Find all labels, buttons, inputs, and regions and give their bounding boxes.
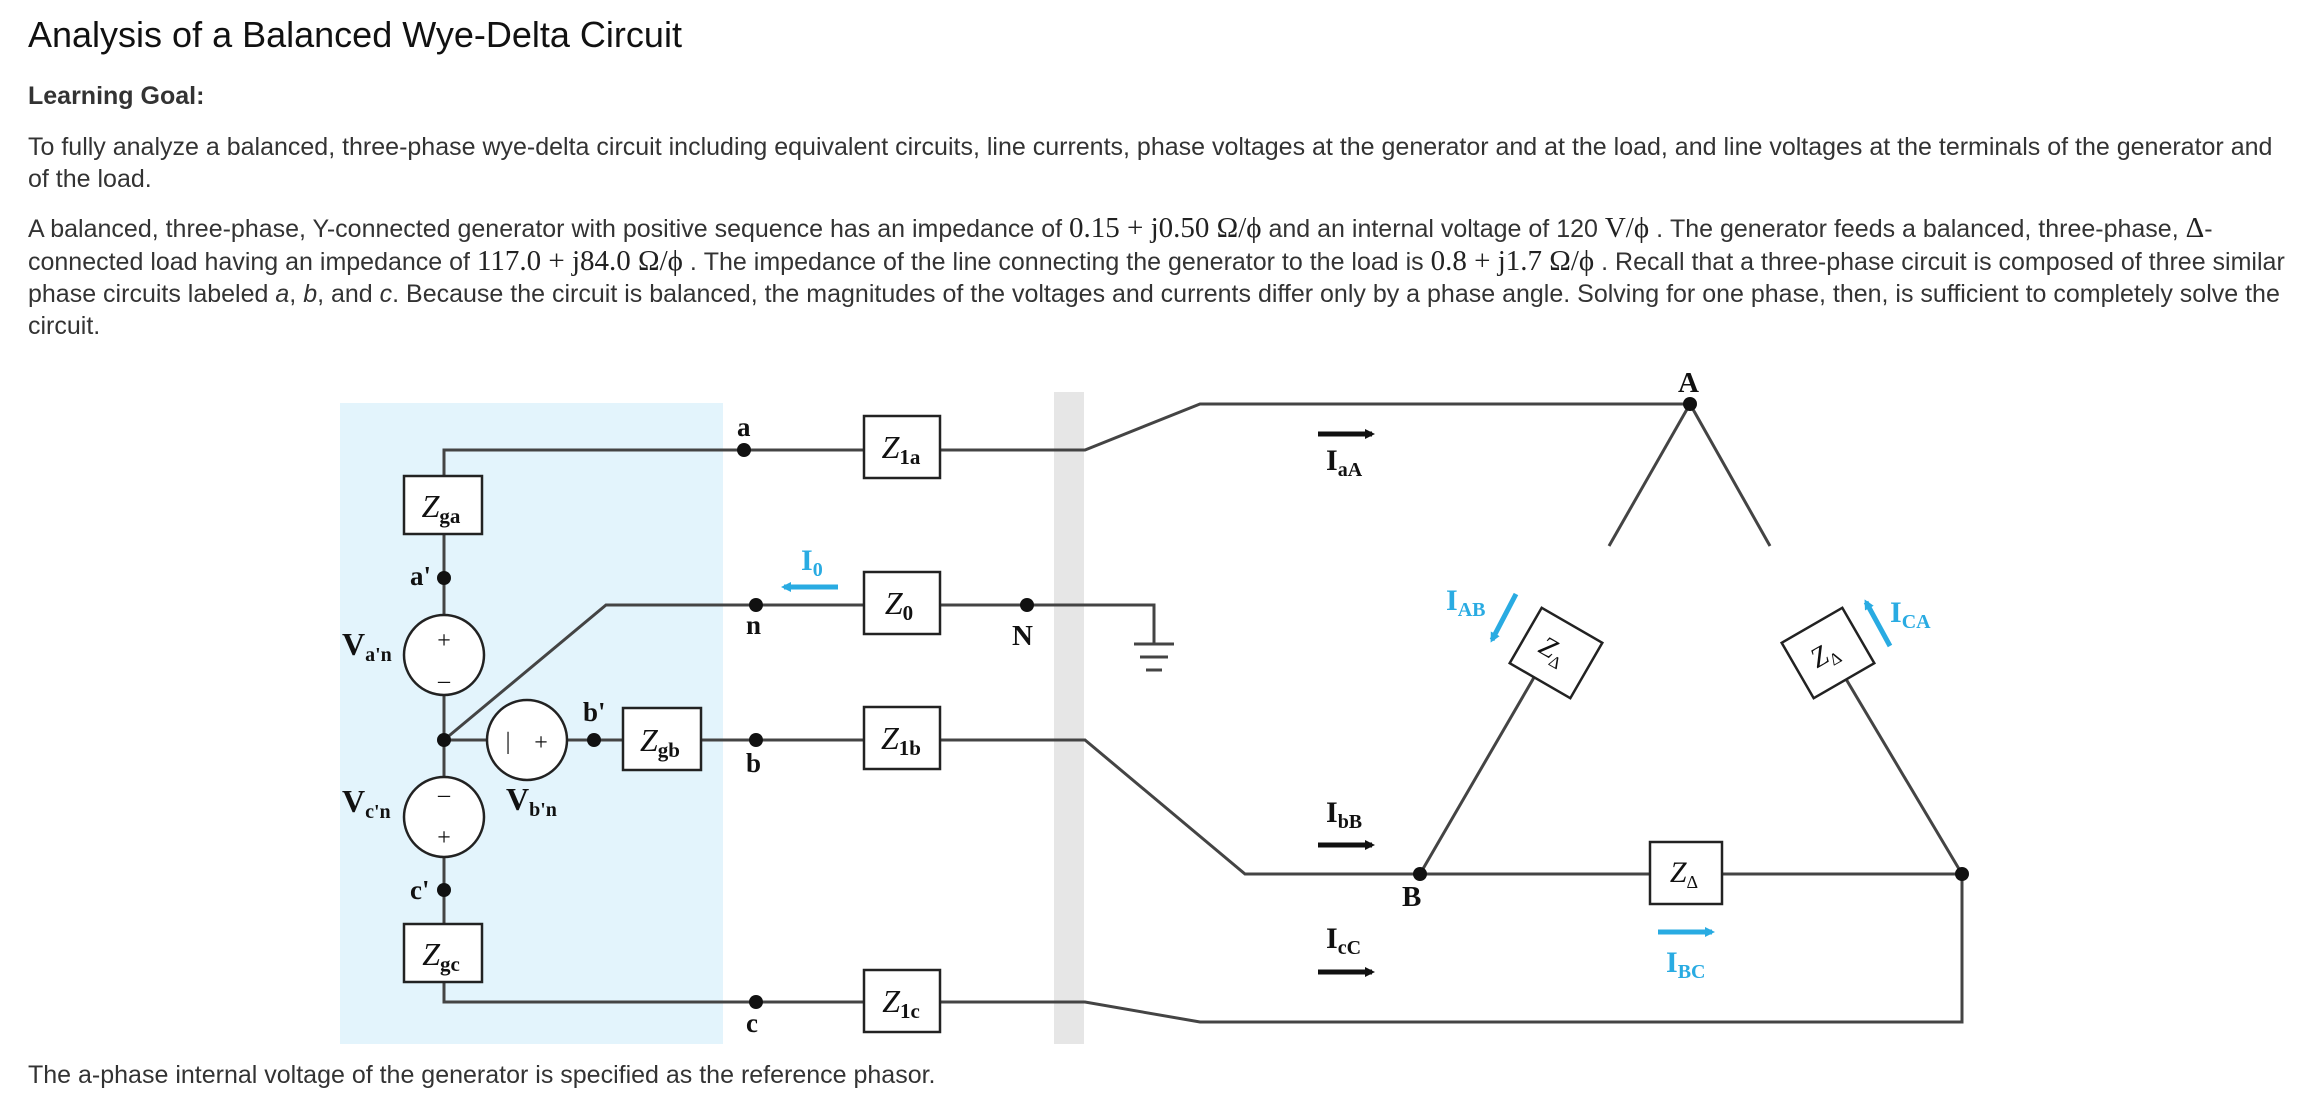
problem-text: , and (317, 280, 380, 308)
current-label-IBC: IBC (1666, 946, 1705, 983)
node-label-n: n (746, 610, 761, 640)
delta-symbol: Δ (2185, 212, 2205, 244)
learning-goal-heading: Learning Goal: (28, 82, 205, 110)
impedance-label-0: Z0 (885, 585, 913, 625)
node-dot (437, 733, 451, 747)
node-label-A: A (1678, 367, 1699, 399)
impedance-box-1a (862, 414, 942, 480)
line-divider (1054, 392, 1084, 1044)
impedance-label-ga: Zga (422, 488, 461, 528)
current-label-ICA: ICA (1890, 596, 1931, 633)
arrow-down-left-icon (1489, 592, 1519, 643)
node-dot (1413, 867, 1427, 881)
impedance-boxes (402, 414, 1877, 1034)
current-label-IaA: IaA (1326, 444, 1363, 481)
problem-text: . Recall that a three-phase circuit is c… (28, 248, 2285, 308)
generator-impedance-value: 0.15 + j0.50 Ω/ϕ (1069, 212, 1262, 244)
source-labels: Va'n Vc'n Vb'n (342, 626, 557, 823)
current-label-I0: I0 (801, 544, 823, 581)
node-dot (1020, 598, 1034, 612)
impedance-label-1a: Z1a (882, 429, 921, 469)
node-labels: a' b' c' a n b c N A B C (410, 367, 1699, 1038)
current-labels: IaA IbB IcC I0 IAB ICA IBC (801, 444, 1931, 983)
impedance-label-1c: Z1c (882, 983, 920, 1023)
impedance-box-delta-ab (1507, 606, 1605, 700)
node-label-a-prime: a' (410, 561, 431, 591)
voltage-unit: V/ϕ (1604, 212, 1650, 244)
polarity-plus: + (437, 628, 451, 654)
learning-goal-text: To fully analyze a balanced, three-phase… (28, 133, 2273, 193)
impedance-box-ga (402, 474, 484, 536)
node-label-c-prime: c' (410, 875, 430, 905)
node-label-c: c (746, 1008, 758, 1038)
node-dot (749, 598, 763, 612)
problem-text: . The impedance of the line connecting t… (682, 248, 1431, 276)
current-label-IbB: IbB (1326, 796, 1362, 833)
load-impedance-value: 117.0 + j84.0 Ω/ϕ (476, 245, 683, 277)
circuit-diagram: + – – + | + Zga Zgc Zgb Z1a Z0 Z1b Z1c Z… (340, 367, 1969, 1044)
node-dot (737, 443, 751, 457)
circuit-nodes (437, 397, 1969, 1009)
impedance-label-gb: Zgb (640, 722, 680, 762)
source-label-va: Va'n (342, 626, 392, 666)
node-dot (437, 571, 451, 585)
problem-statement: A balanced, three-phase, Y-connected gen… (28, 212, 2298, 342)
line-current-arrows (1318, 429, 1375, 977)
problem-text: . The generator feeds a balanced, three-… (1649, 215, 2186, 243)
closing-statement: The a-phase internal voltage of the gene… (28, 1061, 936, 1089)
source-circle-b (485, 698, 569, 782)
problem-text: . Because the circuit is balanced, the m… (28, 280, 2280, 340)
phase-label-a: a (275, 280, 290, 308)
source-label-vc: Vc'n (342, 783, 391, 823)
node-label-a: a (737, 412, 751, 442)
node-label-B: B (1402, 881, 1421, 913)
node-label-b: b (746, 748, 761, 778)
impedance-label-gc: Zgc (422, 936, 460, 976)
problem-text: A balanced, three-phase, Y-connected gen… (28, 215, 1069, 243)
problem-text: and an internal voltage of 120 (1261, 215, 1605, 243)
polarity-minus: | (506, 729, 511, 755)
phase-label-c: c (379, 280, 393, 308)
source-circle-a (402, 613, 486, 697)
impedance-box-1b (862, 705, 942, 771)
impedance-box-delta-bc (1648, 840, 1724, 906)
phase-label-b: b (303, 280, 318, 308)
impedance-labels: Zga Zgc Zgb Z1a Z0 Z1b Z1c ZΔ ZΔ ZΔ (422, 429, 1845, 1023)
node-dot (749, 995, 763, 1009)
impedance-label-delta-bc: ZΔ (1670, 856, 1698, 892)
line-impedance-value: 0.8 + j1.7 Ω/ϕ (1430, 245, 1595, 277)
impedance-box-0 (862, 570, 942, 636)
polarity-minus: – (437, 668, 451, 694)
impedance-label-1b: Z1b (881, 720, 921, 760)
problem-text: -connected load having an impedance of (28, 215, 2213, 276)
node-dot (1955, 867, 1969, 881)
impedance-box-1c (862, 968, 942, 1034)
polarity-plus: + (534, 730, 548, 756)
phase-current-arrows (781, 582, 1893, 937)
polarity-plus: + (437, 825, 451, 851)
node-dot (587, 733, 601, 747)
node-dot (437, 883, 451, 897)
impedance-box-delta-ca (1779, 606, 1877, 700)
node-label-b-prime: b' (583, 697, 606, 727)
arrow-up-left-icon (1863, 599, 1893, 648)
page-title: Analysis of a Balanced Wye-Delta Circuit (28, 14, 682, 55)
problem-text: , (289, 280, 304, 308)
source-label-vb: Vb'n (506, 781, 557, 821)
polarity-minus: – (437, 782, 451, 808)
node-label-N: N (1012, 620, 1033, 652)
current-label-IAB: IAB (1446, 584, 1485, 621)
node-dot (1683, 397, 1697, 411)
node-dot (749, 733, 763, 747)
impedance-box-gb (621, 706, 703, 772)
current-label-IcC: IcC (1326, 922, 1361, 959)
voltage-sources (402, 613, 569, 859)
impedance-box-gc (402, 922, 484, 984)
source-circle-c (402, 775, 486, 859)
source-polarity-marks: + – – + | + (437, 628, 548, 851)
